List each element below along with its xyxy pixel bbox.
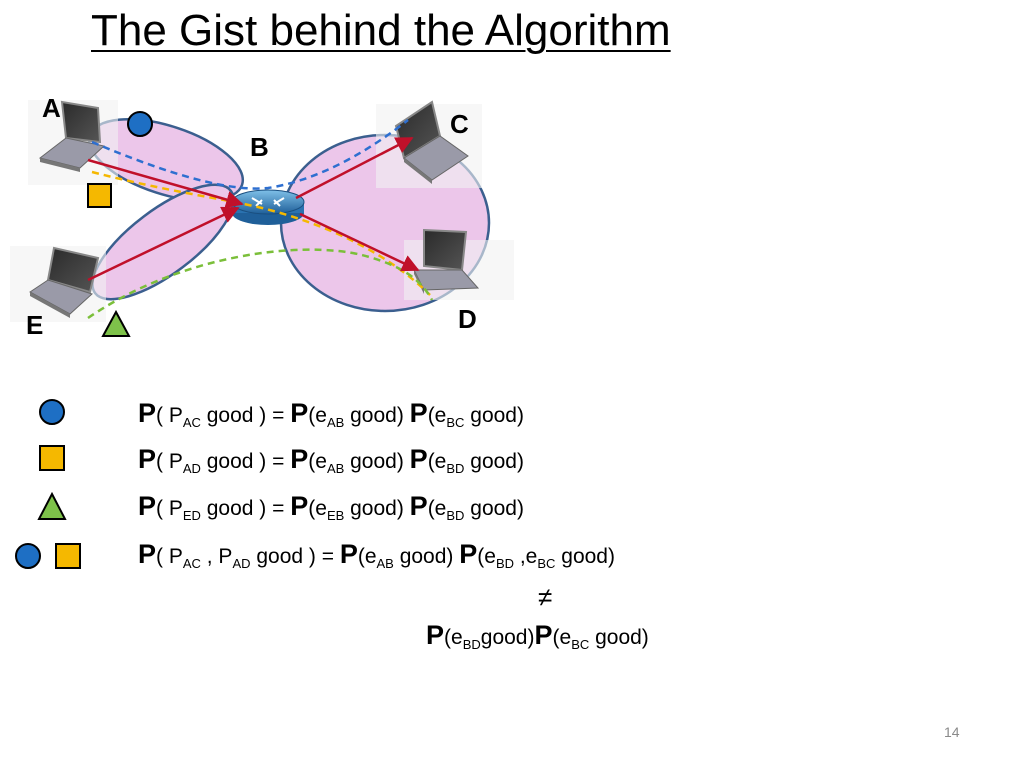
node-label-c: C	[450, 109, 469, 139]
node-label-d: D	[458, 304, 477, 334]
network-diagram: A B C D E	[10, 93, 514, 340]
row4-square-icon	[55, 543, 81, 569]
slide-title: The Gist behind the Algorithm	[91, 6, 671, 55]
row1-circle-icon	[39, 399, 65, 425]
node-label-a: A	[42, 93, 61, 123]
node-label-b: B	[250, 132, 269, 162]
laptop-e-icon	[10, 246, 106, 322]
laptop-a-icon	[28, 100, 118, 185]
formula-row-4: P( PAC , PAD good ) = P(eAB good) P(eBD …	[138, 539, 615, 571]
link-ab-arrow	[87, 158, 244, 209]
path-ad-square-icon	[87, 183, 112, 208]
path-ac-circle-icon	[127, 111, 153, 137]
laptop-d-icon	[404, 228, 514, 300]
formula-row-3: P( PED good ) = P(eEB good) P(eBD good)	[138, 491, 524, 523]
formula-row-2: P( PAD good ) = P(eAB good) P(eBD good)	[138, 444, 524, 476]
path-ac-line	[91, 119, 409, 190]
link-bd-arrow	[299, 212, 420, 272]
row3-triangle-icon	[37, 492, 67, 520]
router-b-icon	[231, 189, 305, 225]
row2-square-icon	[39, 445, 65, 471]
formula-row-1: P( PAC good ) = P(eAB good) P(eBC good)	[138, 398, 524, 430]
path-ad-line	[91, 170, 431, 296]
path-ed-line	[87, 248, 434, 320]
page-number: 14	[944, 724, 960, 740]
link-eb-arrow	[87, 206, 240, 282]
row4-circle-icon	[15, 543, 41, 569]
node-label-e: E	[26, 310, 43, 340]
formula-row-5: P(eBDgood)P(eBC good)	[426, 620, 649, 652]
link-bc-arrow	[295, 136, 414, 200]
path-ed-triangle-icon	[101, 309, 131, 337]
not-equal-sign: ≠	[538, 582, 553, 612]
